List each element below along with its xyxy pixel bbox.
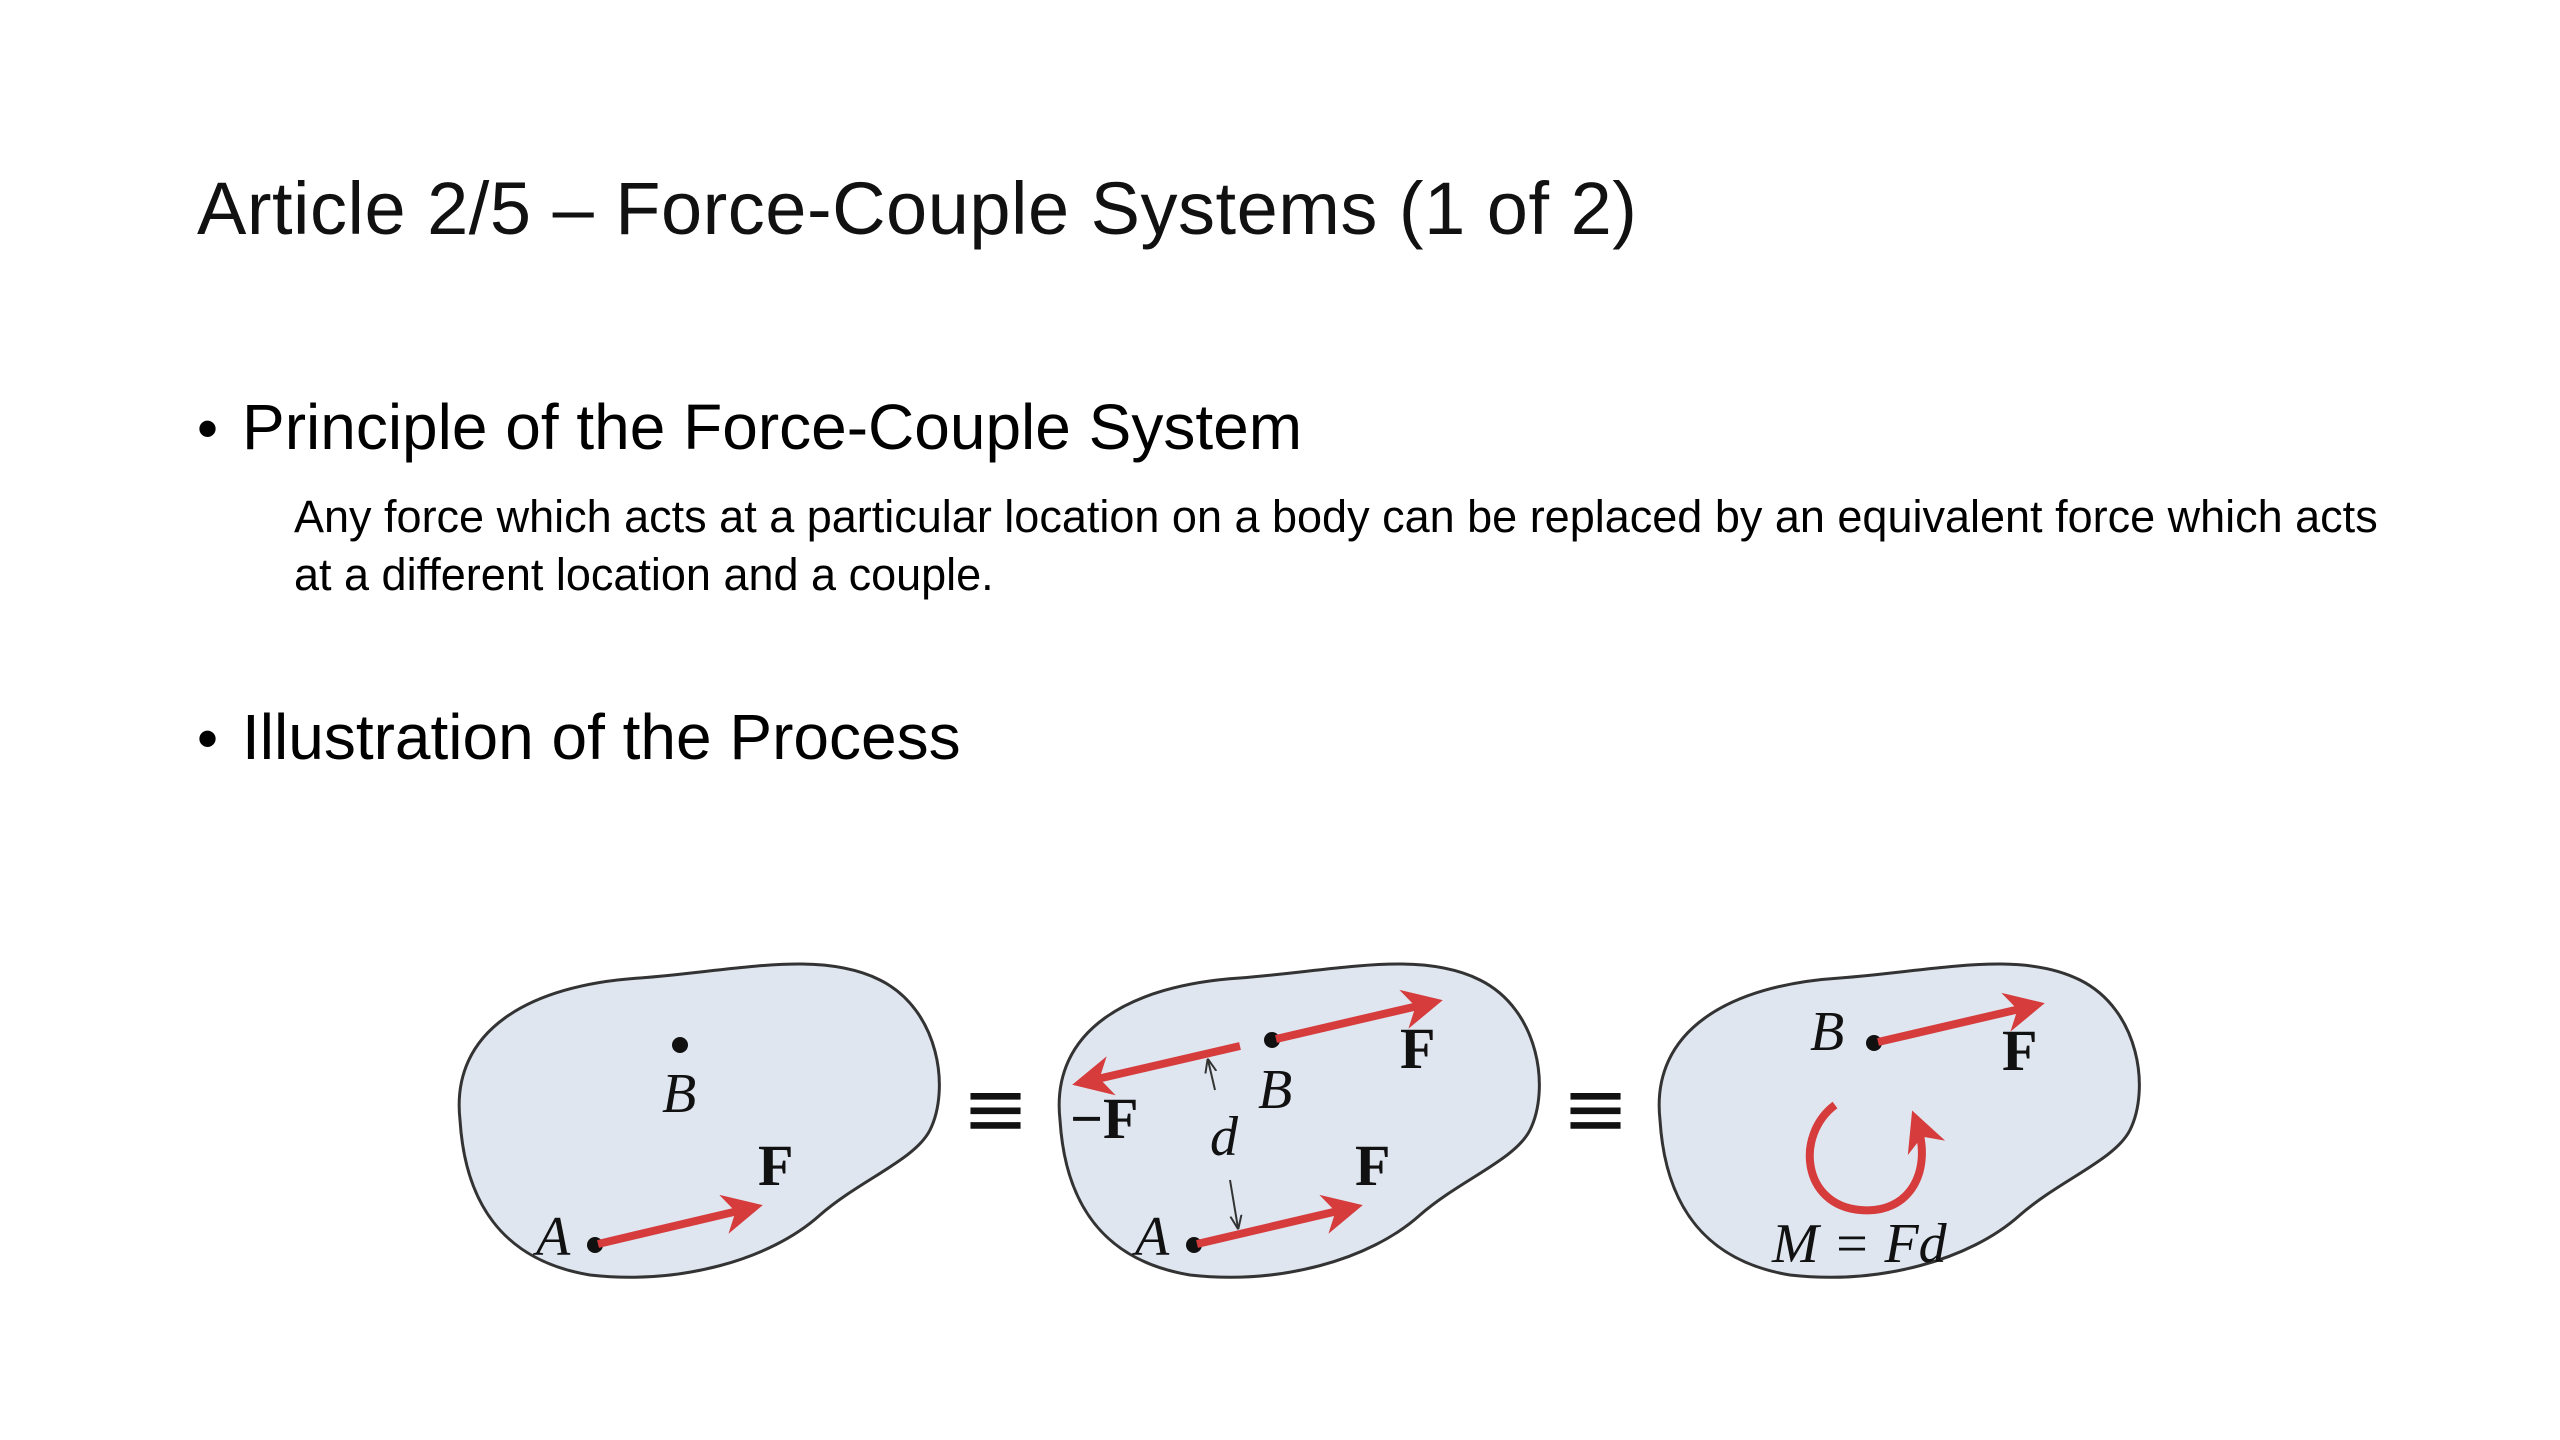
bullet-illustration: • Illustration of the Process bbox=[197, 700, 961, 774]
point-a-label: A bbox=[1131, 1206, 1170, 1268]
panel-2: F −F B d F A bbox=[1057, 962, 1541, 1279]
force-label-top: F bbox=[1400, 1016, 1435, 1081]
force-arrow bbox=[1877, 992, 2045, 1046]
force-label: F bbox=[2002, 1018, 2037, 1083]
moment-arrow-icon bbox=[1805, 1101, 1946, 1215]
neg-force-arrow bbox=[1072, 1042, 1241, 1096]
point-b-dot bbox=[672, 1037, 688, 1053]
bullet-principle: • Principle of the Force-Couple System bbox=[197, 390, 1302, 464]
point-b-label: B bbox=[1810, 1001, 1844, 1063]
point-b-label: B bbox=[1258, 1059, 1292, 1121]
force-label: F bbox=[758, 1133, 793, 1198]
point-a-label: A bbox=[532, 1206, 571, 1268]
distance-arrow-down bbox=[1229, 1179, 1238, 1228]
point-b-label: B bbox=[662, 1063, 696, 1125]
body-blob-3 bbox=[1657, 962, 2141, 1279]
principle-description: Any force which acts at a particular loc… bbox=[294, 491, 2378, 600]
bullet-dot-icon: • bbox=[197, 395, 219, 462]
panel-3: B F M = Fd bbox=[1657, 962, 2141, 1279]
panel-1: B F A bbox=[457, 962, 941, 1279]
bullet-illustration-heading: Illustration of the Process bbox=[242, 701, 961, 773]
bullet-dot-icon: • bbox=[197, 705, 219, 772]
force-arrow bbox=[597, 1194, 763, 1248]
force-arrow-bottom bbox=[1196, 1194, 1363, 1248]
equivalence-symbol-2: ≡ bbox=[1562, 1062, 1629, 1155]
distance-label: d bbox=[1210, 1106, 1239, 1168]
force-label-bottom: F bbox=[1355, 1133, 1390, 1198]
illustration-svg: B F A ≡ F −F B d F A ≡ bbox=[457, 962, 2141, 1279]
moment-equation: M = Fd bbox=[1771, 1213, 1948, 1275]
distance-arrow-up bbox=[1208, 1060, 1215, 1091]
slide-title: Article 2/5 – Force-Couple Systems (1 of… bbox=[197, 167, 1638, 250]
force-couple-illustration: B F A ≡ F −F B d F A ≡ bbox=[440, 940, 2160, 1310]
bullet-principle-heading: Principle of the Force-Couple System bbox=[242, 391, 1303, 463]
body-blob-1 bbox=[457, 962, 941, 1279]
equivalence-symbol-1: ≡ bbox=[962, 1062, 1029, 1155]
body-blob-2 bbox=[1057, 962, 1541, 1279]
neg-force-label: −F bbox=[1070, 1086, 1138, 1151]
force-arrow-top bbox=[1275, 989, 1443, 1043]
